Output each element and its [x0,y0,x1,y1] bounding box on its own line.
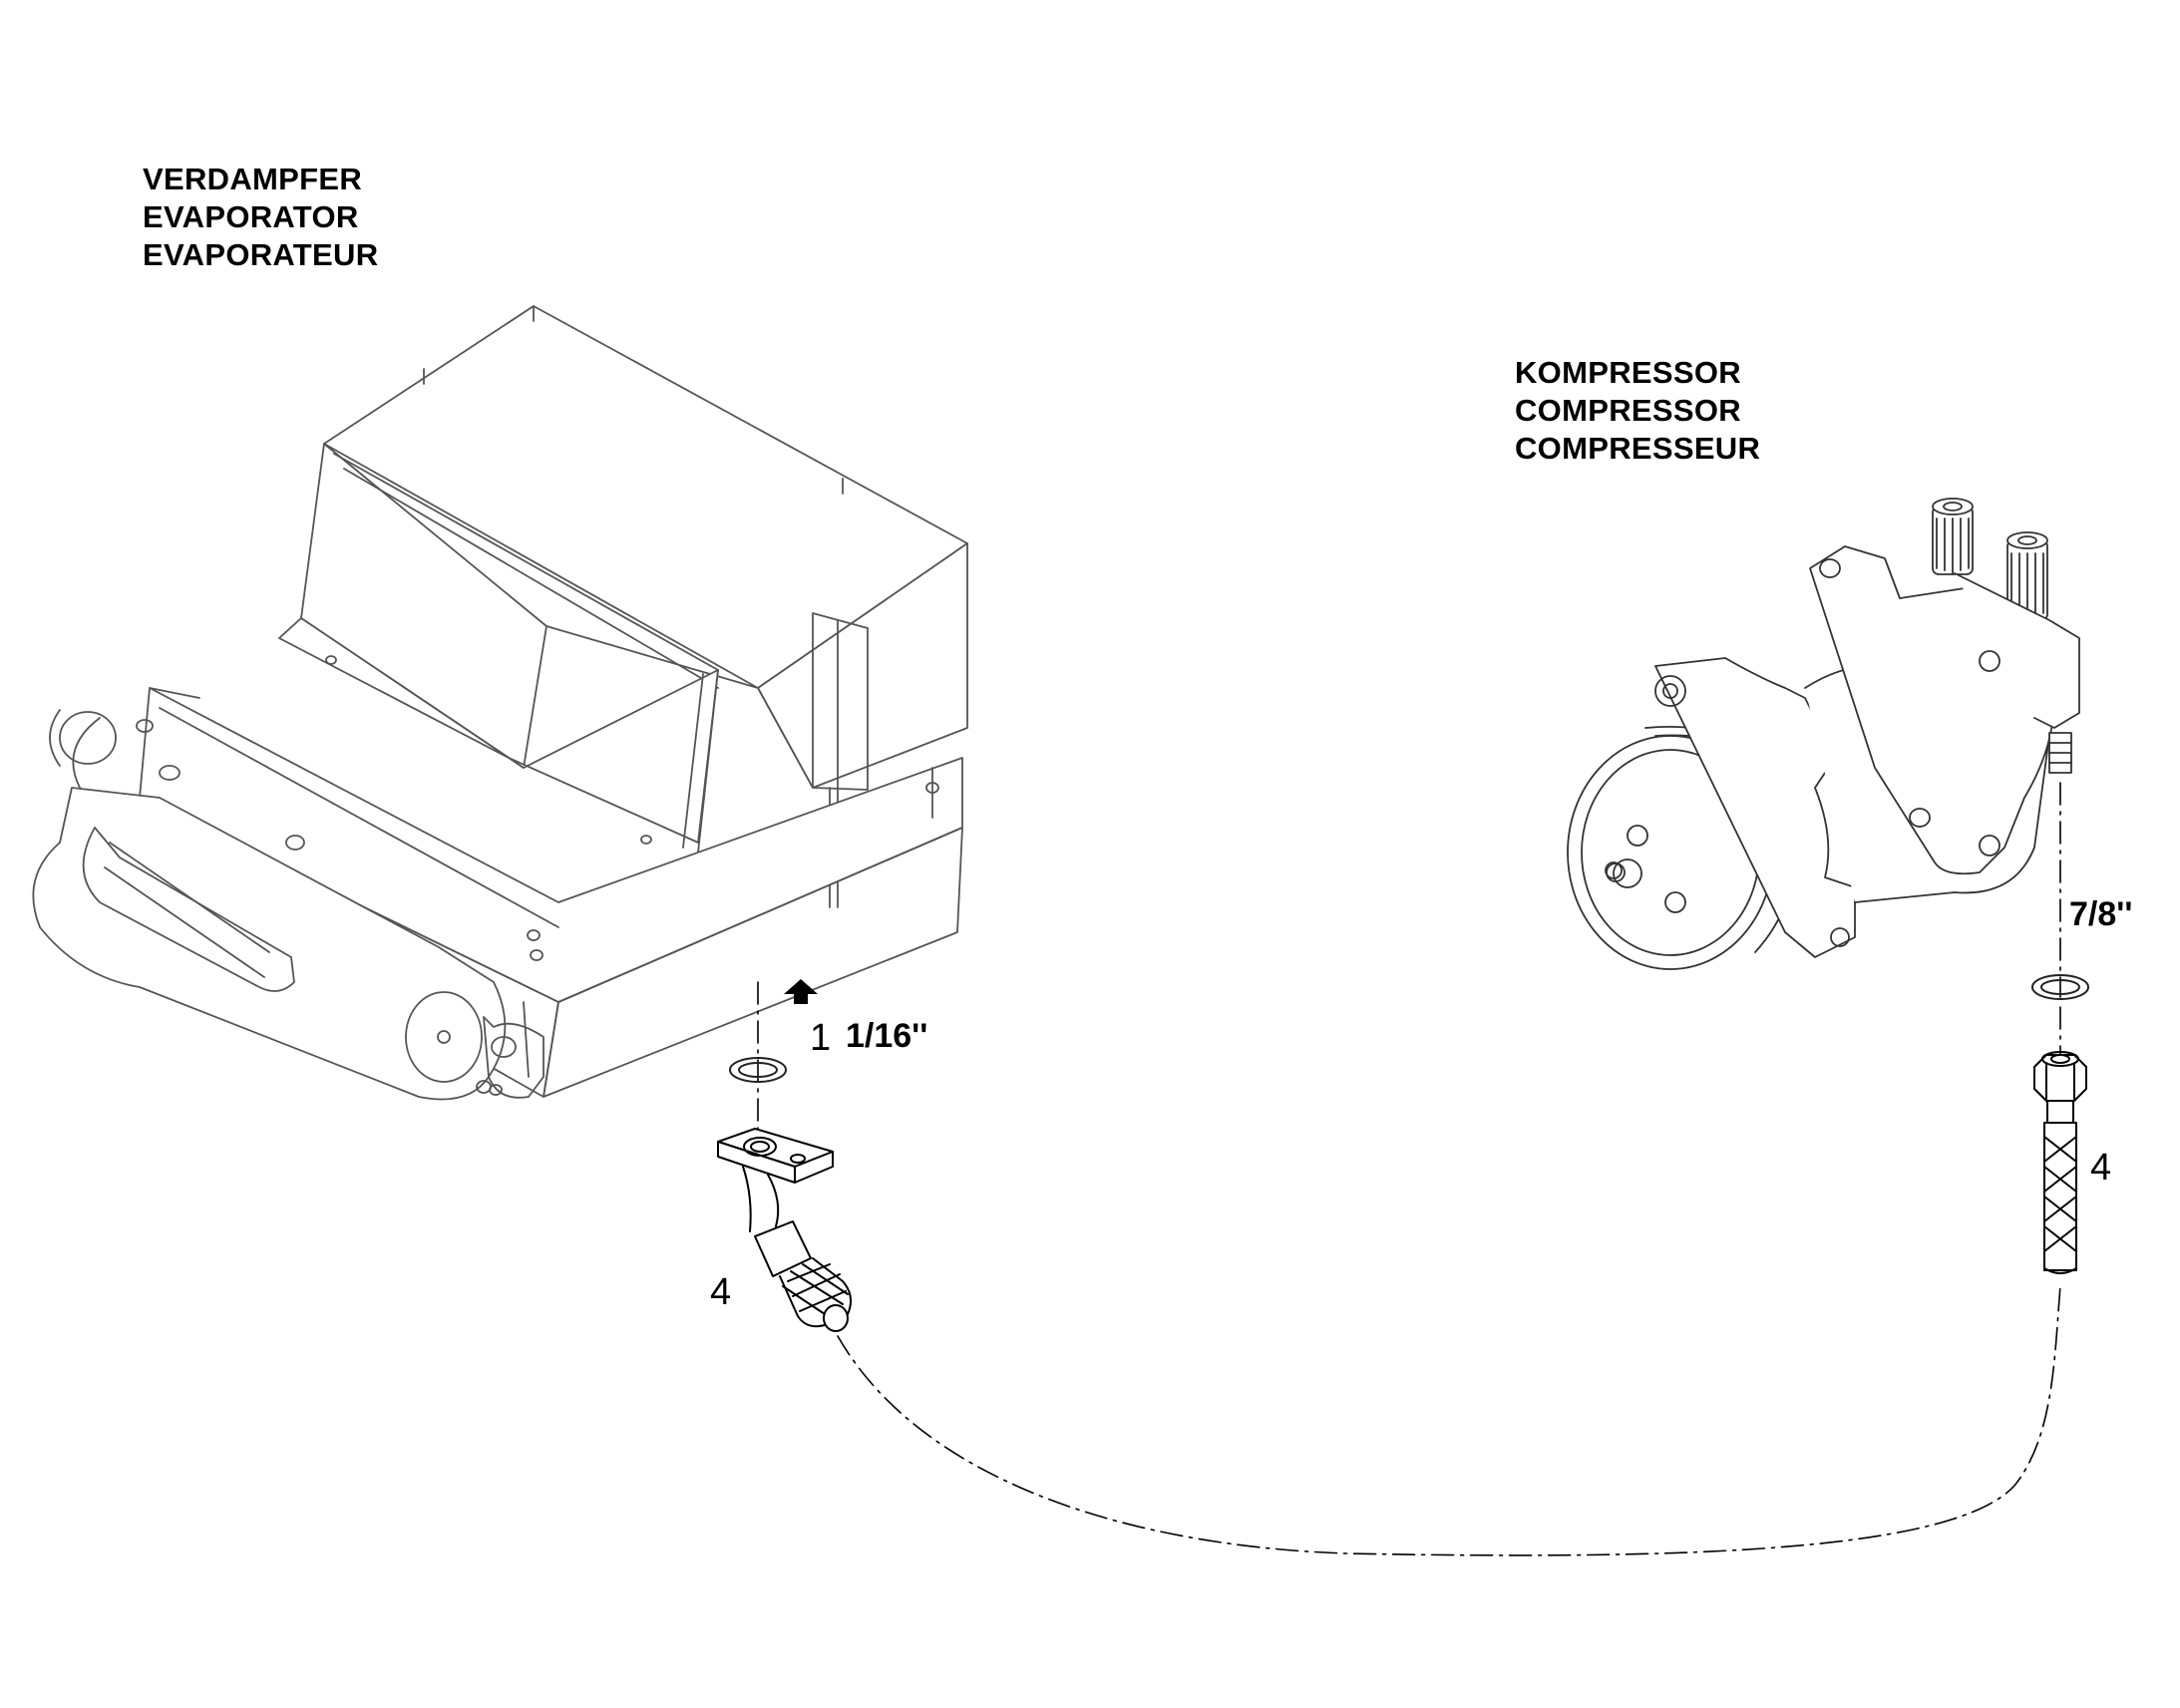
callout-hose-left: 4 [710,1271,732,1313]
compressor-label: KOMPRESSOR COMPRESSOR COMPRESSEUR [1515,354,1760,468]
evaporator-label-de: VERDAMPFER [143,162,363,196]
hose-fitting-left [717,1128,853,1332]
compressor-label-en: COMPRESSOR [1515,393,1741,428]
callout-size-right: 7/8'' [2069,895,2133,933]
hose-fitting-right [2033,1051,2087,1274]
compressor-label-de: KOMPRESSOR [1515,355,1741,390]
callout-size-left: 1/16'' [846,1017,928,1055]
compressor-unit [1567,498,2080,970]
callout-item-1: 1 [810,1017,832,1059]
o-ring-right [2031,974,2089,1000]
evaporator-label: VERDAMPFER EVAPORATOR EVAPORATEUR [143,161,378,274]
direction-arrow-icon [784,979,818,1004]
evaporator-label-fr: EVAPORATEUR [143,237,379,272]
compressor-label-fr: COMPRESSEUR [1515,431,1761,466]
callout-hose-right: 4 [2090,1147,2112,1189]
o-ring-left [729,1057,787,1083]
evaporator-unit [32,305,968,1101]
evaporator-label-en: EVAPORATOR [143,199,359,234]
